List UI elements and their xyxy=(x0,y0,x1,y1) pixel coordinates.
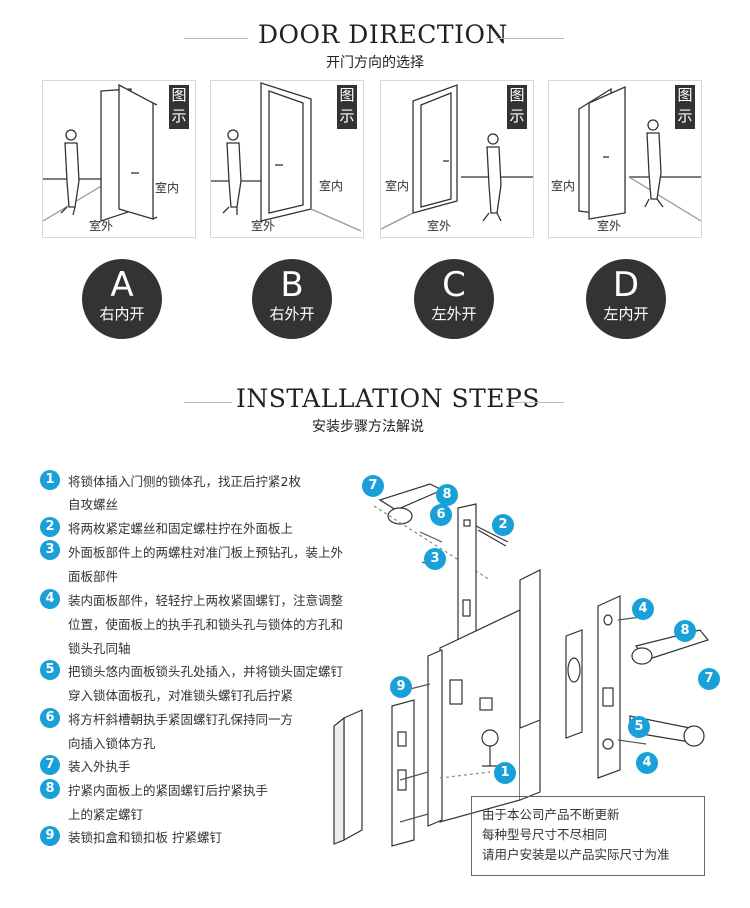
option-direction: 左外开 xyxy=(431,305,477,323)
diagram-callout: 6 xyxy=(430,504,452,526)
door-b-illustration xyxy=(211,82,362,232)
door-direction-subtitle: 开门方向的选择 xyxy=(326,55,424,71)
diagram-callout: 2 xyxy=(492,514,514,536)
step-number: 5 xyxy=(40,660,60,680)
step-text: 面板部件 xyxy=(68,569,119,584)
diagram-tag: 图示 xyxy=(337,85,357,129)
notice-line: 每种型号尺寸不尽相同 xyxy=(482,827,608,842)
step-text: 装内面板部件，轻轻拧上两枚紧固螺钉，注意调整 xyxy=(68,593,344,608)
step-text: 将锁体插入门侧的锁体孔，找正后拧紧2枚 xyxy=(68,474,301,489)
step-text: 上的紧定螺钉 xyxy=(68,807,144,822)
outdoor-label: 室外 xyxy=(427,219,452,233)
option-direction: 右内开 xyxy=(99,305,145,323)
step-number: 8 xyxy=(40,779,60,799)
option-letter: D xyxy=(612,265,640,305)
title-rule-left xyxy=(184,402,232,403)
step-text: 把锁头悠内面板锁头孔处插入，并将锁头固定螺钉 xyxy=(68,664,344,679)
title-rule-left xyxy=(184,38,248,39)
step-number: 9 xyxy=(40,826,60,846)
door-card-c: 图示 室内 室外 xyxy=(380,80,534,238)
option-letter: A xyxy=(110,265,134,305)
diagram-tag: 图示 xyxy=(169,85,189,129)
step-text: 自攻螺丝 xyxy=(68,497,119,512)
outdoor-label: 室外 xyxy=(89,219,114,233)
door-card-a: 图示 室内 室外 xyxy=(42,80,196,238)
diagram-callout: 8 xyxy=(436,484,458,506)
title-rule-right xyxy=(496,38,564,39)
title-rule-right xyxy=(510,402,564,403)
installation-title: INSTALLATION STEPS xyxy=(236,384,540,413)
diagram-callout: 7 xyxy=(362,475,384,497)
step-number: 1 xyxy=(40,470,60,490)
step-text: 向插入锁体方孔 xyxy=(68,736,156,751)
diagram-callout: 1 xyxy=(494,762,516,784)
option-letter: B xyxy=(280,265,304,305)
diagram-callout: 3 xyxy=(424,548,446,570)
door-d-illustration xyxy=(578,85,701,222)
diagram-callout: 4 xyxy=(636,752,658,774)
step-text: 外面板部件上的两螺柱对准门板上预钻孔，装上外 xyxy=(68,545,344,560)
indoor-label: 室内 xyxy=(551,179,576,193)
indoor-label: 室内 xyxy=(385,179,410,193)
indoor-label: 室内 xyxy=(155,181,180,195)
option-badge-d: D 左内开 xyxy=(586,259,666,339)
step-text: 装入外执手 xyxy=(68,759,131,774)
option-direction: 右外开 xyxy=(269,305,315,323)
notice-line: 请用户安装是以产品实际尺寸为准 xyxy=(482,847,670,862)
option-letter: C xyxy=(442,265,466,305)
diagram-tag: 图示 xyxy=(507,85,527,129)
step-number: 7 xyxy=(40,755,60,775)
step-text: 将方杆斜槽朝执手紧固螺钉孔保持同一方 xyxy=(68,712,294,727)
step-text: 位置，使面板上的执手孔和锁头孔与锁体的方孔和 xyxy=(68,617,344,632)
option-badge-c: C 左外开 xyxy=(414,259,494,339)
step-number: 4 xyxy=(40,589,60,609)
diagram-callout: 5 xyxy=(628,716,650,738)
door-direction-title: DOOR DIRECTION xyxy=(258,20,508,49)
option-badge-b: B 右外开 xyxy=(252,259,332,339)
door-c-illustration xyxy=(381,84,533,230)
step-text: 锁头孔同轴 xyxy=(68,641,131,656)
outdoor-label: 室外 xyxy=(597,219,622,233)
diagram-callout: 4 xyxy=(632,598,654,620)
step-number: 6 xyxy=(40,708,60,728)
step-text: 将两枚紧定螺丝和固定螺柱拧在外面板上 xyxy=(68,521,294,536)
outdoor-label: 室外 xyxy=(251,219,276,233)
step-text: 装锁扣盒和锁扣板 拧紧螺钉 xyxy=(68,830,222,845)
door-a-illustration xyxy=(43,83,158,222)
diagram-callout: 8 xyxy=(674,620,696,642)
notice-line: 由于本公司产品不断更新 xyxy=(482,807,620,822)
step-text: 穿入锁体面板孔，对准锁头螺钉孔后拧紧 xyxy=(68,688,294,703)
step-number: 2 xyxy=(40,517,60,537)
diagram-callout: 9 xyxy=(390,676,412,698)
door-card-b: 图示 室内 室外 xyxy=(210,80,364,238)
option-badge-a: A 右内开 xyxy=(82,259,162,339)
indoor-label: 室内 xyxy=(319,179,344,193)
door-card-d: 图示 室内 室外 xyxy=(548,80,702,238)
step-number: 3 xyxy=(40,540,60,560)
notice-box: 由于本公司产品不断更新 每种型号尺寸不尽相同 请用户安装是以产品实际尺寸为准 xyxy=(471,796,705,876)
installation-subtitle: 安装步骤方法解说 xyxy=(312,419,424,435)
option-direction: 左内开 xyxy=(603,305,649,323)
diagram-callout: 7 xyxy=(698,668,720,690)
diagram-tag: 图示 xyxy=(675,85,695,129)
step-text: 拧紧内面板上的紧固螺钉后拧紧执手 xyxy=(68,783,269,798)
